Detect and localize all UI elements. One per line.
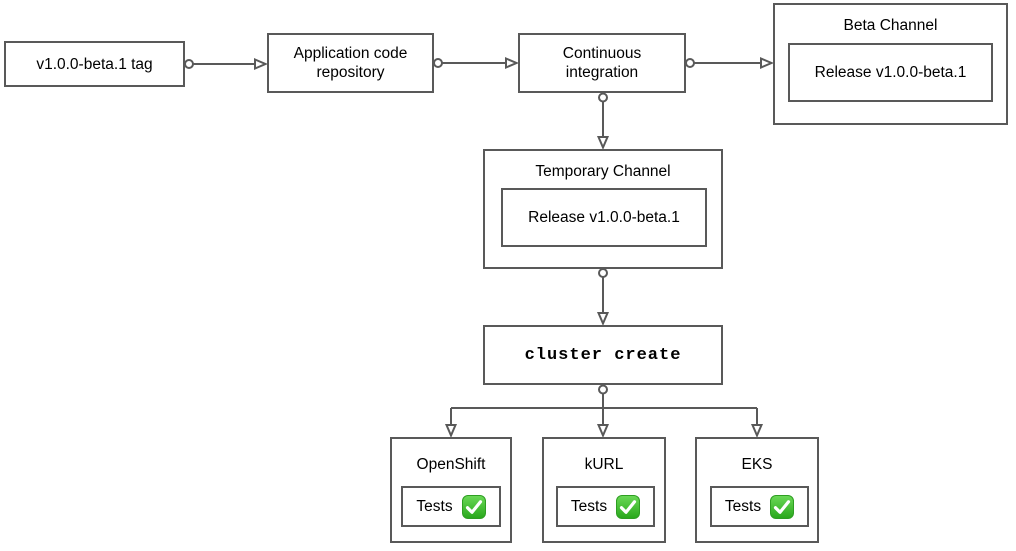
node-continuous-integration: Continuous integration — [518, 33, 686, 93]
cluster-eks-title: EKS — [741, 456, 773, 473]
connector-source-dot — [685, 58, 695, 68]
cluster-openshift-title: OpenShift — [416, 456, 486, 473]
connector-arrowhead — [596, 136, 610, 151]
connector-source-dot — [433, 58, 443, 68]
cluster-create-label: cluster create — [524, 345, 682, 365]
temporary-channel-release-box: Release v1.0.0-beta.1 — [501, 188, 707, 247]
version-tag-label: v1.0.0-beta.1 tag — [36, 55, 153, 73]
beta-channel-release-label: Release v1.0.0-beta.1 — [814, 63, 967, 81]
kurl-tests-label: Tests — [570, 497, 608, 515]
node-cluster-kurl: kURL Tests — [542, 437, 666, 543]
temporary-channel-release-label: Release v1.0.0-beta.1 — [528, 208, 680, 226]
connector-arrowhead — [254, 57, 269, 71]
node-app-code-repository: Application code repository — [267, 33, 434, 93]
connector-arrowhead — [750, 424, 764, 439]
node-temporary-channel: Temporary Channel Release v1.0.0-beta.1 — [483, 149, 723, 269]
connector-arrowhead — [596, 424, 610, 439]
check-mark-icon — [770, 494, 795, 519]
connector-source-dot — [598, 92, 608, 103]
connector-arrowhead — [505, 56, 520, 70]
connector-arrowhead — [596, 312, 610, 327]
openshift-tests-label: Tests — [416, 497, 453, 515]
connector-arrowhead — [444, 424, 458, 439]
connector-source-dot — [598, 268, 608, 278]
beta-channel-release-box: Release v1.0.0-beta.1 — [788, 43, 993, 102]
eks-tests-label: Tests — [724, 497, 762, 515]
node-version-tag: v1.0.0-beta.1 tag — [4, 41, 185, 87]
kurl-tests-box: Tests — [556, 486, 655, 527]
eks-tests-row: Tests — [724, 494, 795, 519]
check-mark-icon — [461, 494, 486, 519]
app-code-repository-label: Application code repository — [293, 45, 408, 81]
kurl-tests-row: Tests — [570, 494, 641, 519]
connector-arrowhead — [760, 56, 775, 70]
connector-line — [450, 393, 758, 425]
node-cluster-create: cluster create — [483, 325, 723, 385]
continuous-integration-label: Continuous integration — [562, 45, 642, 81]
check-mark-icon — [616, 494, 641, 519]
beta-channel-title: Beta Channel — [843, 17, 938, 34]
node-beta-channel: Beta Channel Release v1.0.0-beta.1 — [773, 3, 1008, 125]
eks-tests-box: Tests — [710, 486, 809, 527]
openshift-tests-box: Tests — [401, 486, 501, 527]
node-cluster-eks: EKS Tests — [695, 437, 819, 543]
cluster-kurl-title: kURL — [584, 456, 624, 473]
connector-source-dot — [184, 59, 194, 69]
node-cluster-openshift: OpenShift Tests — [390, 437, 512, 543]
temporary-channel-title: Temporary Channel — [535, 163, 671, 180]
connector-source-dot — [598, 384, 608, 395]
openshift-tests-row: Tests — [416, 494, 486, 519]
